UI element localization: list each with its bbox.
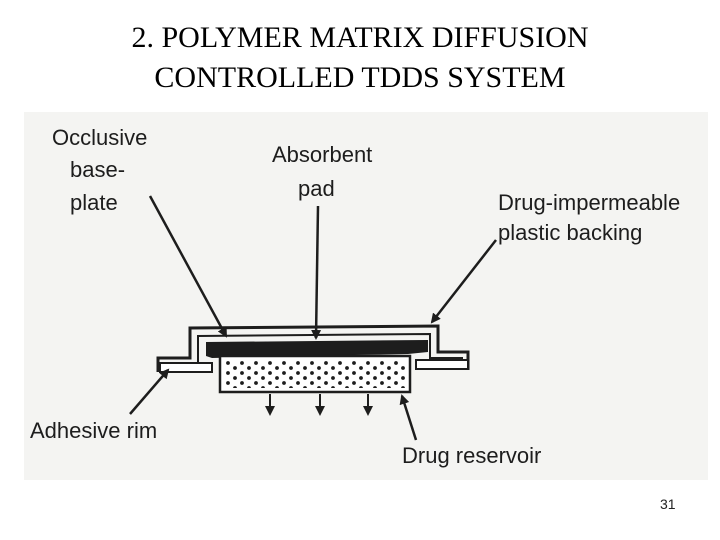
absorbent-pad [206,340,428,358]
label-adhesive-rim: Adhesive rim [30,418,157,443]
pointer-occlusive-baseplate [148,195,228,338]
label-drug-reservoir: Drug reservoir [402,443,541,468]
label-absorbent-line-1: Absorbent [272,142,372,167]
drug-reservoir-particles [224,360,406,388]
label-occlusive-line-1: Occlusive [52,125,147,150]
label-backing-line-2: plastic backing [498,220,642,245]
label-absorbent-line-2: pad [298,176,335,201]
title-line-1: 2. POLYMER MATRIX DIFFUSION [131,21,589,54]
page-number: 31 [660,496,676,512]
scanned-diagram-area [24,112,708,480]
adhesive-rim-left [159,362,213,373]
adhesive-rim-right [415,359,469,370]
label-backing-line-1: Drug-impermeable [498,190,680,215]
pointer-plastic-backing [430,239,497,324]
label-occlusive-line-3: plate [70,190,118,215]
drug-release-arrows [265,394,373,416]
title-line-2: CONTROLLED TDDS SYSTEM [154,61,566,94]
pointer-drug-reservoir [399,394,418,441]
label-occlusive-line-2: base- [70,157,125,182]
plastic-backing-outline [156,324,470,372]
pointer-adhesive-rim [129,368,170,415]
slide-title: 2. POLYMER MATRIX DIFFUSION CONTROLLED T… [0,18,720,98]
pointer-absorbent-pad [311,205,322,340]
